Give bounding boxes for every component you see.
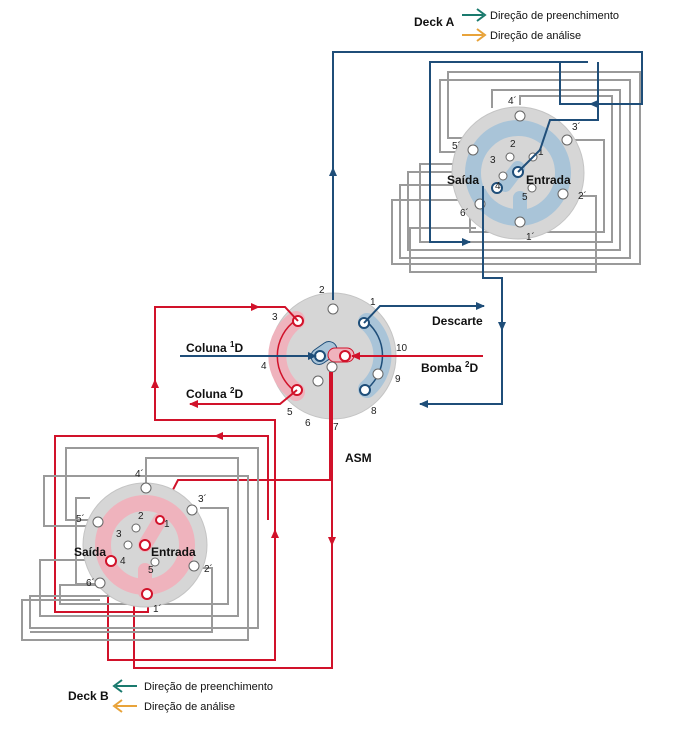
deck-b-port-2p: 2´: [204, 563, 213, 575]
deck-a-port-3: 3: [490, 155, 496, 166]
deck-b-port-5: 5: [148, 565, 154, 576]
deck-b-port-3: 3: [116, 529, 122, 540]
deck-b-legend-fill: Direção de preenchimento: [144, 681, 273, 693]
deck-a-port-5p: 5´: [452, 140, 461, 152]
deck-b-loops: [21, 447, 259, 641]
deck-b-port-6p: 6´: [86, 577, 95, 589]
column-1d-label: Coluna 1D: [186, 340, 243, 355]
deck-b-port-3p: 3´: [198, 493, 207, 505]
deck-a-port-6p: 6´: [460, 207, 469, 219]
asm-port-6: 6: [305, 418, 311, 429]
deck-a-ports: [467, 110, 573, 228]
deck-b-port-2: 2: [138, 511, 144, 522]
analysis-arrow-icon: [112, 699, 137, 713]
asm-port-1: 1: [370, 297, 376, 308]
deck-b-inlet-label: Entrada: [151, 545, 196, 559]
blue-flow-lines: [180, 51, 643, 408]
deck-b-port-4: 4: [120, 556, 126, 567]
analysis-arrow-icon: [462, 28, 487, 42]
asm-ports: [291, 303, 384, 396]
asm-port-3: 3: [272, 312, 278, 323]
asm-port-8: 8: [371, 406, 377, 417]
deck-a-port-4p: 4´: [508, 95, 517, 107]
waste-label: Descarte: [432, 314, 483, 328]
deck-b-ports: [92, 482, 200, 600]
fill-arrow-icon: [112, 679, 137, 693]
pump-2d-label: Bomba 2D: [421, 360, 478, 375]
deck-b: 4´ 3´ 5´ 2´ 6´ 1´ 2 1 3 4 5 Saída Entrad…: [21, 447, 273, 713]
deck-b-port-5p: 5´: [76, 513, 85, 525]
deck-a-port-1: 1: [538, 147, 544, 158]
asm-port-7: 7: [333, 422, 339, 433]
deck-a-legend-analysis: Direção de análise: [490, 30, 581, 42]
asm-port-4: 4: [261, 361, 267, 372]
asm-valve: 1 2 3 4 5 6 7 8 9 10 ASM Descarte Coluna…: [186, 285, 483, 465]
deck-b-outlet-label: Saída: [74, 545, 106, 559]
asm-port-5: 5: [287, 407, 293, 418]
deck-b-port-4p: 4´: [135, 468, 144, 480]
asm-port-9: 9: [395, 374, 401, 385]
deck-a-port-4: 4: [495, 181, 501, 192]
deck-b-legend-analysis: Direção de análise: [144, 701, 235, 713]
column-2d-label: Coluna 2D: [186, 386, 243, 401]
deck-b-port-1p: 1´: [153, 603, 162, 615]
deck-a-loops: [391, 71, 641, 273]
deck-a-title: Deck A: [414, 15, 455, 29]
deck-a-outlet-label: Saída: [447, 173, 479, 187]
asm-port-10: 10: [396, 343, 408, 354]
deck-a-inlet-label: Entrada: [526, 173, 571, 187]
deck-b-title: Deck B: [68, 689, 109, 703]
deck-a-port-1p: 1´: [526, 231, 535, 243]
deck-a-port-3p: 3´: [572, 121, 581, 133]
deck-a-port-5: 5: [522, 192, 528, 203]
deck-a: Deck A Direção de preenchimento Direção …: [391, 8, 641, 273]
deck-b-port-1: 1: [164, 519, 170, 530]
asm-port-2: 2: [319, 285, 325, 296]
deck-a-port-2: 2: [510, 139, 516, 150]
fill-arrow-icon: [462, 8, 487, 22]
deck-a-legend-fill: Direção de preenchimento: [490, 10, 619, 22]
asm-title: ASM: [345, 451, 372, 465]
deck-a-port-2p: 2´: [578, 190, 587, 202]
